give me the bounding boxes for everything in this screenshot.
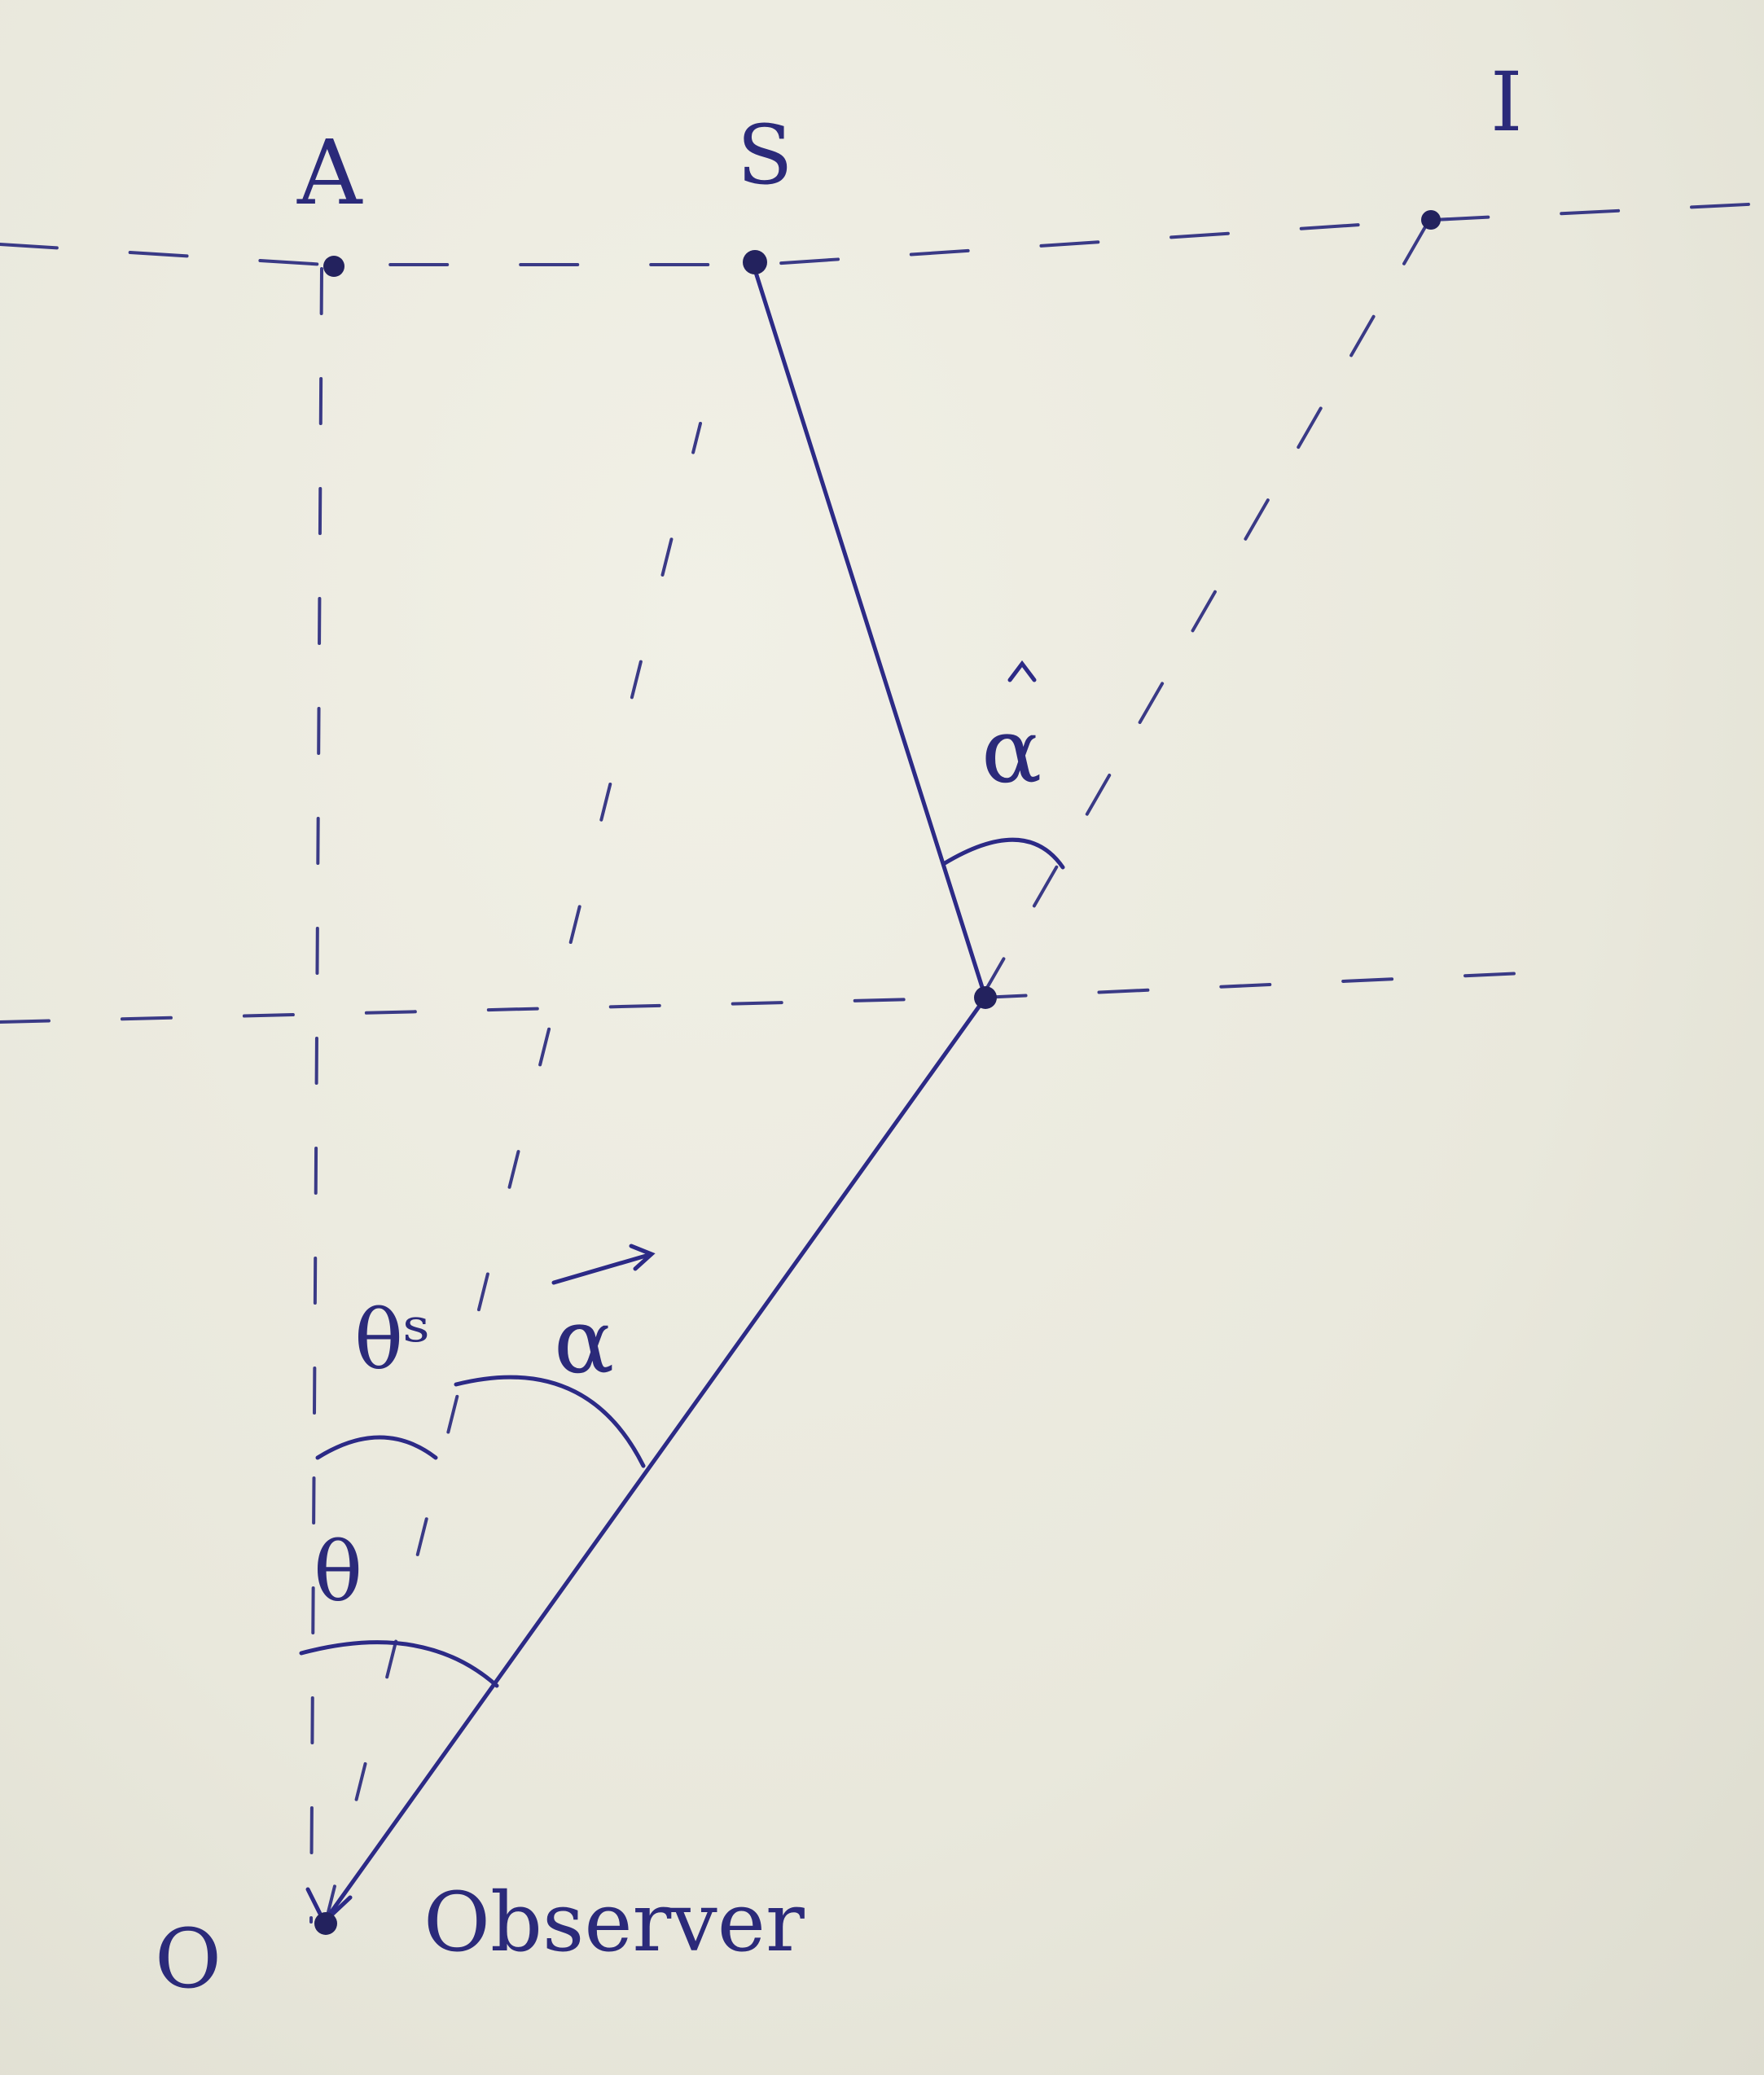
- alpha-hat-arc: [942, 837, 1065, 870]
- point-s-dot: [743, 250, 767, 274]
- label-alpha-hat: α: [981, 699, 1042, 803]
- lens-point-dot: [974, 986, 997, 1009]
- label-theta: θ: [314, 1524, 362, 1620]
- optical-axis-line: [309, 267, 323, 1924]
- label-observer: Observer: [423, 1875, 805, 1970]
- source-plane-line: [0, 202, 1764, 266]
- lens-plane-line: [0, 972, 1525, 1024]
- image-direction-line: [980, 218, 1431, 999]
- ray-source-to-lens: [751, 262, 988, 1000]
- theta-s-arc: [315, 1435, 438, 1460]
- alpha-vec-arc: [454, 1375, 646, 1468]
- source-direction-line: [324, 422, 702, 1924]
- label-a: A: [296, 121, 363, 225]
- observer-dot: [314, 1912, 337, 1935]
- alpha-vec-arrow: [551, 1244, 656, 1285]
- label-theta-s: θˢ: [354, 1292, 431, 1388]
- ray-lens-to-observer: [322, 995, 988, 1924]
- label-alpha-vec: α: [554, 1289, 614, 1393]
- point-a-dot: [323, 256, 344, 277]
- theta-arc: [299, 1640, 499, 1688]
- label-s: S: [737, 107, 793, 203]
- point-i-dot: [1421, 210, 1441, 230]
- label-o: O: [155, 1911, 222, 2007]
- label-i: I: [1490, 55, 1523, 150]
- alpha-hat-mark: [1007, 660, 1037, 682]
